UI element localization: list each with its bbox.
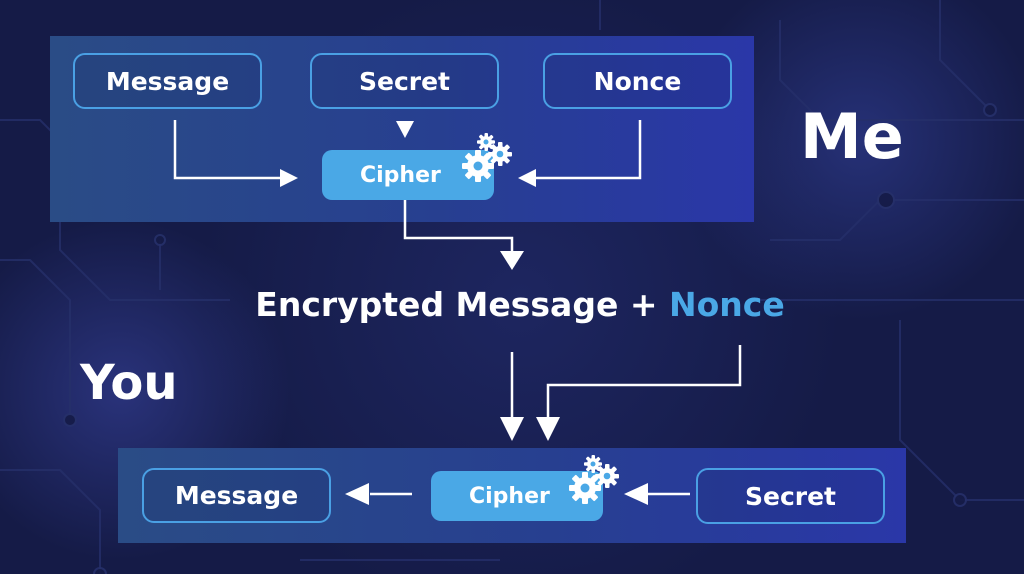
arrowhead-message-to-cipher <box>280 169 298 187</box>
encrypted-message-text: Encrypted Message + <box>255 285 658 324</box>
sender-label: Me <box>800 100 904 173</box>
receiver-label: You <box>80 355 178 411</box>
arrow-nonce-to-bottom-cipher <box>546 345 742 418</box>
top-message-label: Message <box>105 66 230 96</box>
top-secret-label: Secret <box>358 66 450 96</box>
arrow-nonce-to-cipher <box>535 120 642 180</box>
top-secret-box: Secret <box>310 53 499 109</box>
bottom-secret-box: Secret <box>696 468 885 524</box>
top-gears-icon <box>462 133 512 182</box>
arrow-message-to-cipher <box>173 120 282 180</box>
top-nonce-box: Nonce <box>543 53 732 109</box>
bottom-message-label: Message <box>174 481 299 510</box>
bottom-message-box: Message <box>142 468 331 523</box>
arrowhead-nonce-to-bottom-cipher <box>536 417 560 441</box>
arrowhead-nonce-to-cipher <box>518 169 536 187</box>
top-nonce-label: Nonce <box>593 66 682 96</box>
arrowhead-cipher-to-output <box>500 251 524 270</box>
arrowhead-secret-to-cipher <box>396 121 414 138</box>
bottom-secret-label: Secret <box>744 481 836 511</box>
bottom-gears-icon <box>569 455 619 504</box>
arrowhead-cipher-to-message <box>345 483 369 505</box>
arrow-cipher-to-output <box>403 200 514 252</box>
bottom-cipher-label: Cipher <box>469 483 550 509</box>
top-message-box: Message <box>73 53 262 109</box>
arrowhead-output-to-bottom-cipher <box>500 417 524 441</box>
encrypted-output-label: Encrypted Message + Nonce <box>190 285 850 324</box>
nonce-text: Nonce <box>668 285 785 324</box>
arrowhead-secret-to-cipher-bottom <box>624 483 648 505</box>
top-cipher-label: Cipher <box>360 162 441 188</box>
